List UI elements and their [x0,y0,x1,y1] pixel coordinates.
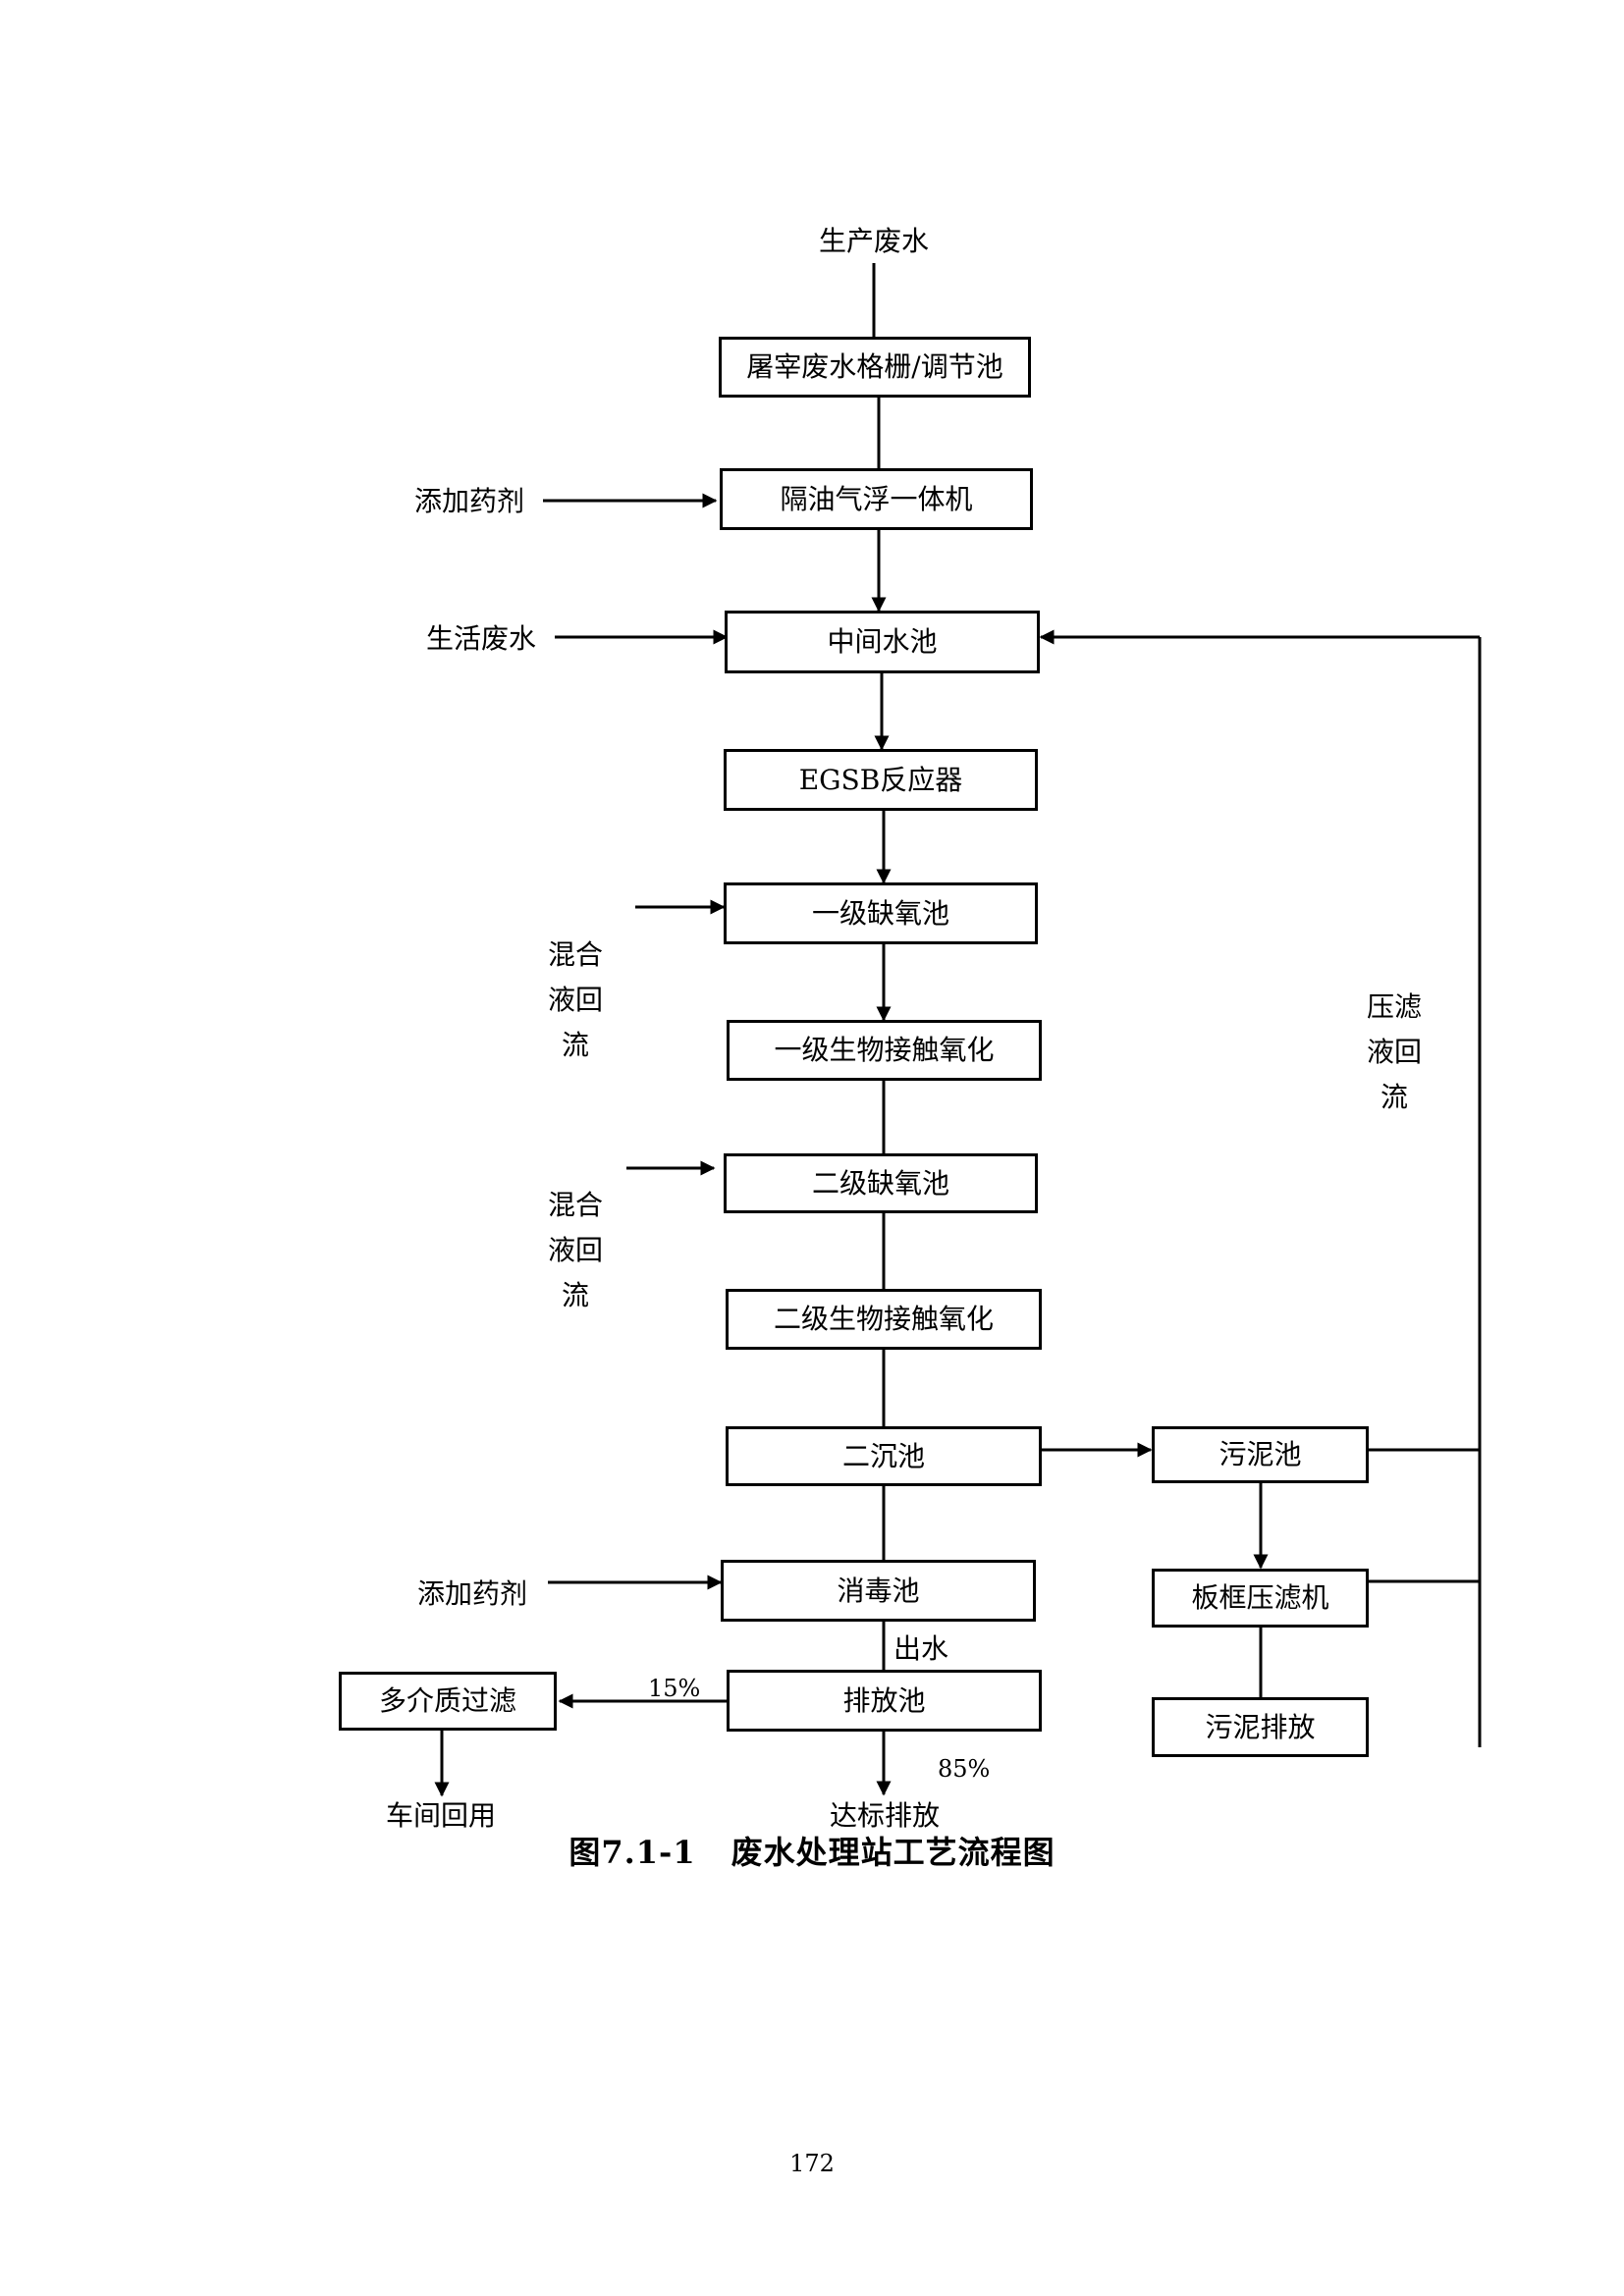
box-flotation-unit: 隔油气浮一体机 [720,468,1033,530]
box-anoxic-1: 一级缺氧池 [724,882,1038,944]
label-workshop-reuse: 车间回用 [386,1799,497,1832]
box-intermediate-tank: 中间水池 [725,611,1040,673]
label-percent-discharge: 85% [938,1755,991,1783]
label-compliant-discharge: 达标排放 [830,1799,941,1832]
box-grid-regulating-tank: 屠宰废水格栅/调节池 [719,337,1031,398]
figure-title: 废水处理站工艺流程图 [731,1834,1056,1871]
box-contact-oxidation-1: 一级生物接触氧化 [727,1020,1042,1081]
box-contact-oxidation-2: 二级生物接触氧化 [726,1289,1042,1350]
box-media-filter: 多介质过滤 [339,1672,557,1731]
box-sludge-tank: 污泥池 [1152,1426,1369,1483]
box-filter-press: 板框压滤机 [1152,1569,1369,1628]
box-sludge-discharge: 污泥排放 [1152,1697,1369,1757]
label-mixed-liquor-return-1: 混合 液回 流 [547,938,603,1061]
box-anoxic-2: 二级缺氧池 [724,1153,1038,1213]
label-outflow: 出水 [893,1632,949,1665]
box-egsb-reactor: EGSB反应器 [724,749,1038,811]
figure-caption: 图7.1-1 废水处理站工艺流程图 [0,1828,1624,1873]
label-filtrate-return: 压滤 液回 流 [1366,990,1422,1113]
figure-number: 图7.1-1 [568,1834,696,1871]
box-secondary-clarifier: 二沉池 [726,1426,1042,1486]
page-number: 172 [789,2150,835,2177]
box-disinfection-tank: 消毒池 [721,1560,1036,1622]
label-domestic-wastewater: 生活废水 [426,622,537,655]
input-label: 生产废水 [819,225,930,257]
label-mixed-liquor-return-2: 混合 液回 流 [547,1189,603,1311]
label-percent-reuse: 15% [648,1675,701,1702]
label-add-chemicals-1: 添加药剂 [414,485,525,517]
box-discharge-tank: 排放池 [727,1670,1042,1732]
label-add-chemicals-2: 添加药剂 [417,1577,528,1610]
